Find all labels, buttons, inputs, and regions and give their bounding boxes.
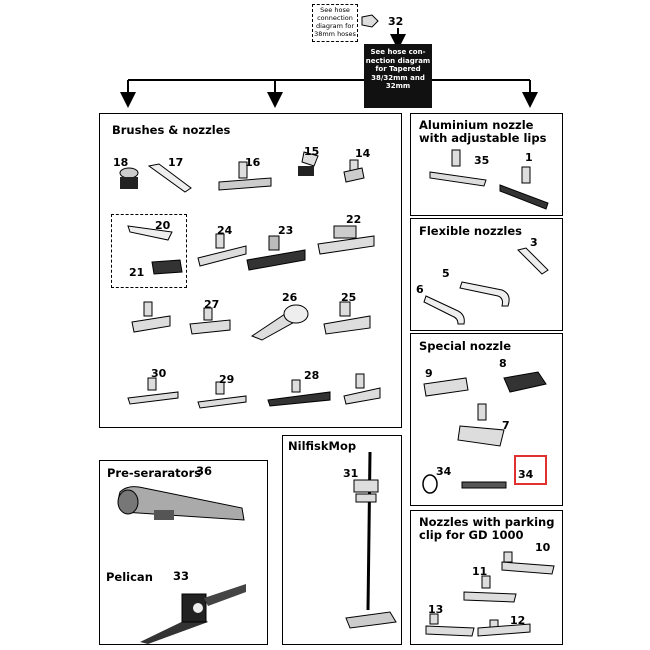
- panel-title: Pre-serarators: [107, 466, 202, 480]
- part-30-floor-nozzle: [127, 377, 179, 405]
- part-number-16: 16: [245, 156, 261, 169]
- hose-38mm-note: See hose connection diagram for 38mm hos…: [312, 4, 358, 42]
- pelican-label: Pelican: [106, 570, 153, 584]
- part-16-floor-nozzle: [218, 161, 272, 191]
- panel-title: Special nozzle: [419, 339, 511, 353]
- part-number-17: 17: [168, 156, 184, 169]
- part-25-nozzle: [323, 301, 371, 335]
- part-number-9: 9: [425, 367, 433, 380]
- part-number-10: 10: [535, 541, 551, 554]
- part-number-1: 1: [525, 151, 533, 164]
- part-number-22: 22: [346, 213, 362, 226]
- nilfiskmop-panel: NilfiskMop: [282, 435, 402, 645]
- part-number-36: 36: [196, 464, 213, 478]
- part-14-small-nozzle: [343, 159, 365, 183]
- part-20-upholstery-tool: [127, 225, 173, 241]
- part-number-12: 12: [510, 614, 526, 627]
- part-number-15: 15: [304, 145, 320, 158]
- part-number-34-ring: 34: [436, 465, 452, 478]
- part-number-24: 24: [217, 224, 233, 237]
- part-number-28: 28: [304, 369, 320, 382]
- part-number-25: 25: [341, 291, 357, 304]
- part-29-floor-nozzle: [197, 381, 247, 409]
- part-number-32: 32: [388, 15, 404, 28]
- part-number-6: 6: [416, 283, 424, 296]
- part-36-pre-separator: [117, 486, 245, 521]
- part-nozzle-row4: [343, 373, 381, 405]
- part-number-35: 35: [474, 154, 490, 167]
- aluminium-nozzle-panel: Aluminium nozzle with adjustable lips: [410, 113, 563, 216]
- part-1-aluminium-nozzle: [499, 166, 549, 210]
- part-11-nozzle: [463, 575, 517, 603]
- part-17-crevice-tool: [147, 163, 192, 193]
- part-26-round-nozzle: [250, 304, 309, 341]
- flexible-nozzles-panel: Flexible nozzles: [410, 218, 563, 331]
- part-12-nozzle: [477, 619, 531, 637]
- part-35-aluminium-nozzle: [429, 149, 487, 187]
- part-number-23: 23: [278, 224, 294, 237]
- part-number-3: 3: [530, 236, 538, 249]
- part-number-26: 26: [282, 291, 298, 304]
- part-number-14: 14: [355, 147, 371, 160]
- part-number-8: 8: [499, 357, 507, 370]
- panel-title: Aluminium nozzle with adjustable lips: [419, 118, 547, 145]
- part-number-7: 7: [502, 419, 510, 432]
- part-3-flexible-nozzle: [517, 247, 549, 275]
- part-23-combi-nozzle: [246, 235, 306, 271]
- parts-20-21-group: [111, 214, 187, 288]
- part-number-30: 30: [151, 367, 167, 380]
- part-19-nozzle: [131, 301, 171, 333]
- part-number-31: 31: [343, 467, 359, 480]
- part-22-turbo-nozzle: [317, 225, 375, 255]
- part-33-pelican: [140, 584, 246, 644]
- part-5-flexible-nozzle: [459, 281, 510, 307]
- part-number-29: 29: [219, 373, 235, 386]
- part-number-33: 33: [173, 569, 190, 583]
- panel-title: Flexible nozzles: [419, 224, 522, 238]
- part-number-20: 20: [155, 219, 171, 232]
- part-6-flexible-nozzle: [423, 295, 465, 325]
- part-21-brush-strip: [151, 259, 183, 275]
- panel-title: Nozzles with parking clip for GD 1000: [419, 515, 555, 542]
- part-15-brush: [298, 151, 319, 176]
- part-24-floor-nozzle: [197, 233, 247, 267]
- part-8-turbo-brush: [503, 371, 547, 393]
- part-28-wide-nozzle: [267, 379, 331, 407]
- hose-tapered-note: See hose con-nection diagram for Tapered…: [364, 44, 432, 108]
- part-10-nozzle: [501, 551, 555, 575]
- part-number-21: 21: [129, 266, 145, 279]
- panel-title: NilfiskMop: [288, 439, 357, 453]
- part-31-mop: [345, 451, 397, 629]
- part-number-5: 5: [442, 267, 450, 280]
- part-34-brush-strip: [461, 481, 507, 489]
- highlighted-part-34[interactable]: [514, 455, 547, 485]
- part-32-adapter: [361, 14, 379, 28]
- part-number-11: 11: [472, 565, 488, 578]
- part-number-18: 18: [113, 156, 129, 169]
- part-13-nozzle: [425, 613, 475, 637]
- part-number-13: 13: [428, 603, 444, 616]
- part-18-dust-brush: [119, 167, 139, 189]
- part-7-nozzle: [457, 403, 505, 447]
- part-number-34-strip: 34: [518, 468, 534, 481]
- part-34-ring: [422, 474, 438, 494]
- panel-title: Brushes & nozzles: [112, 123, 231, 137]
- part-number-27: 27: [204, 298, 220, 311]
- part-27-nozzle: [189, 307, 231, 335]
- part-9-nozzle: [423, 377, 469, 397]
